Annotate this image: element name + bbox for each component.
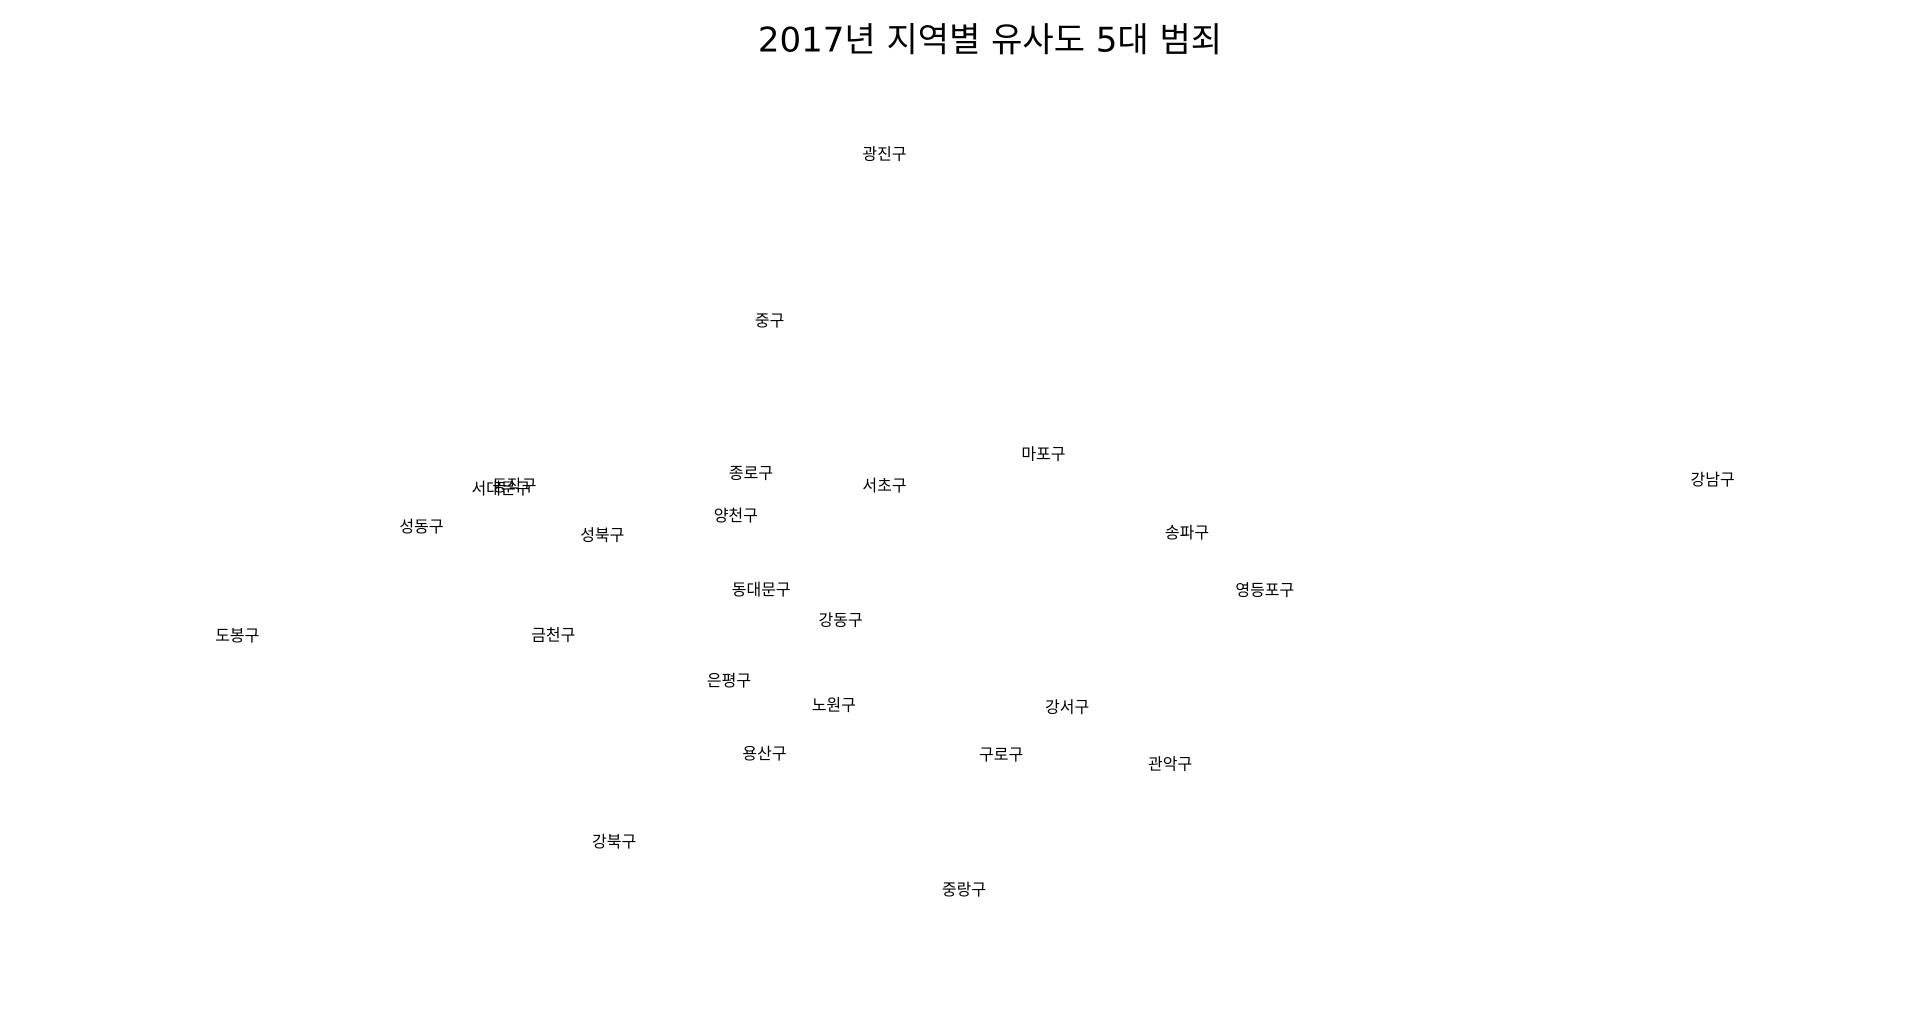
- point-label: 성동구: [399, 517, 443, 536]
- point-label: 영등포구: [1235, 581, 1294, 600]
- point-label: 용산구: [742, 744, 786, 763]
- point-label: 성북구: [580, 526, 624, 545]
- point-label: 도봉구: [215, 626, 259, 645]
- point-label: 동작구: [492, 476, 536, 495]
- point-label: 강북구: [592, 832, 636, 851]
- point-label: 광진구: [862, 144, 906, 163]
- point-label: 노원구: [812, 695, 856, 714]
- point-label: 은평구: [707, 671, 751, 690]
- point-label: 강서구: [1045, 698, 1089, 717]
- point-label: 마포구: [1021, 445, 1065, 464]
- point-label: 종로구: [729, 464, 773, 483]
- point-label: 관악구: [1148, 754, 1192, 773]
- point-label: 송파구: [1165, 523, 1209, 542]
- point-label: 금천구: [531, 625, 575, 644]
- chart-title: 2017년 지역별 유사도 5대 범죄: [758, 21, 1222, 61]
- point-label: 서초구: [862, 476, 906, 495]
- point-label: 동대문구: [732, 580, 791, 599]
- point-label: 강동구: [819, 611, 863, 630]
- point-label: 강남구: [1691, 470, 1735, 489]
- point-label: 구로구: [979, 745, 1023, 764]
- point-label: 중랑구: [942, 880, 986, 899]
- point-label: 양천구: [714, 506, 758, 525]
- point-label: 중구: [755, 311, 784, 330]
- point-label: 서대문구: [471, 479, 530, 498]
